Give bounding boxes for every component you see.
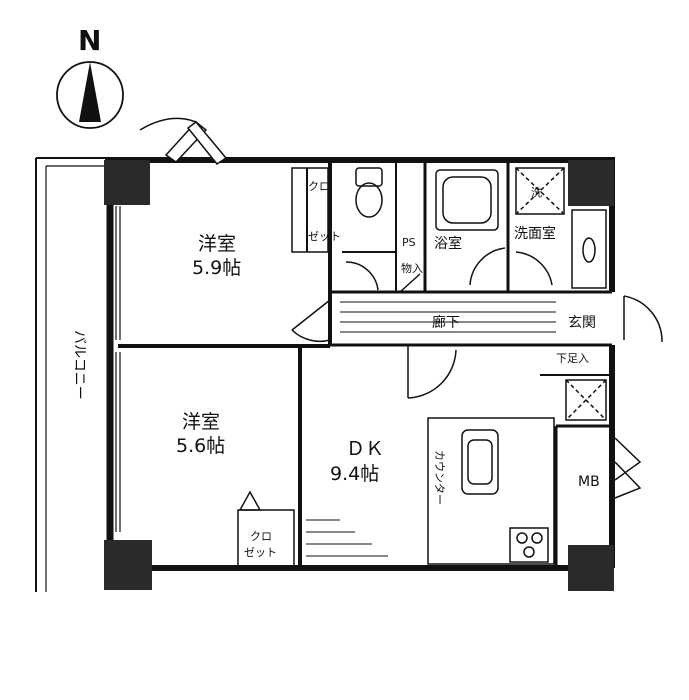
dk-name: ＤＫ bbox=[346, 438, 384, 460]
ps-label: PS bbox=[402, 236, 416, 249]
closet1-label-1: クロ bbox=[308, 180, 330, 193]
balcony: バルコニー bbox=[35, 157, 108, 592]
ventilation-icon bbox=[565, 379, 607, 421]
bedroom1-size: 5.9帖 bbox=[192, 257, 241, 279]
balcony-label: バルコニー bbox=[71, 330, 87, 400]
vanity-icon bbox=[571, 209, 607, 289]
north-compass: N bbox=[56, 24, 124, 129]
bathtub-icon bbox=[435, 169, 499, 231]
floor-lines bbox=[306, 301, 556, 557]
toilet-bowl-icon bbox=[355, 182, 383, 218]
bedroom2-size: 5.6帖 bbox=[176, 435, 225, 457]
closet1-label-2: ゼット bbox=[308, 230, 341, 243]
bedroom1-name: 洋室 bbox=[198, 233, 236, 255]
dk-size: 9.4帖 bbox=[330, 463, 379, 485]
compass-needle-icon bbox=[79, 62, 101, 122]
closet2-label-1: クロ bbox=[250, 530, 272, 543]
bath-label: 浴室 bbox=[434, 235, 462, 252]
corridor-label: 廊下 bbox=[432, 314, 460, 331]
closet2-box bbox=[237, 509, 295, 569]
closet2-label-2: ゼット bbox=[244, 546, 277, 559]
pillars bbox=[104, 160, 614, 591]
inner-walls bbox=[118, 160, 612, 568]
entrance-label: 玄関 bbox=[568, 314, 596, 331]
washer-pan-icon bbox=[515, 167, 565, 215]
north-label: N bbox=[78, 24, 101, 57]
kitchen-unit bbox=[427, 417, 555, 565]
balcony-windows bbox=[115, 206, 121, 532]
sink-icon bbox=[461, 429, 499, 495]
stove-icon bbox=[509, 527, 549, 563]
fixtures bbox=[237, 167, 607, 569]
closet1-box bbox=[291, 167, 329, 253]
washer-label: 洗 bbox=[531, 186, 542, 199]
toilet-tank-icon bbox=[355, 167, 383, 187]
mb-label: MB bbox=[578, 474, 600, 490]
storage-label: 物入 bbox=[401, 261, 423, 275]
bedroom2-name: 洋室 bbox=[182, 411, 220, 433]
doors bbox=[139, 117, 663, 499]
washroom-label: 洗面室 bbox=[514, 225, 556, 242]
shoebox-label: 下足入 bbox=[556, 352, 589, 365]
counter-label: カウンター bbox=[433, 450, 446, 505]
